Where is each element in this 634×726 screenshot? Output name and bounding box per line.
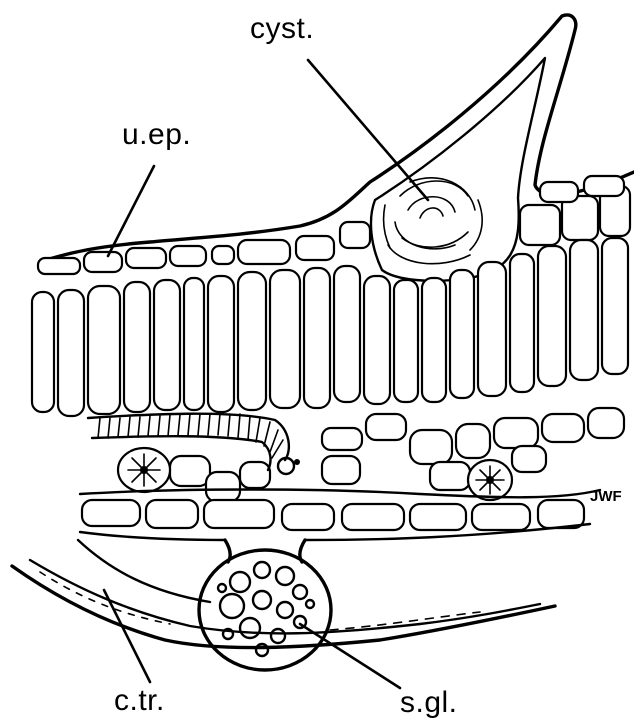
label-cystolith: cyst. bbox=[250, 12, 314, 46]
leader-conducting-tracheid bbox=[104, 590, 150, 682]
leader-secretory-gland bbox=[300, 624, 400, 688]
secretory-gland bbox=[199, 550, 331, 670]
spongy-mesophyll bbox=[170, 408, 624, 502]
lower-surface-upper-line bbox=[80, 490, 600, 498]
mesophyll-lower-curve bbox=[78, 540, 210, 602]
cuticle-outer bbox=[12, 566, 555, 648]
artist-signature: JWF bbox=[590, 488, 622, 505]
druse-crystal-right bbox=[468, 460, 512, 500]
label-conducting-tracheid: c.tr. bbox=[114, 684, 165, 718]
label-upper-epidermis: u.ep. bbox=[122, 118, 191, 152]
lower-epidermis bbox=[82, 500, 584, 530]
druse-crystal-left bbox=[118, 448, 170, 492]
leader-cystolith bbox=[308, 60, 428, 200]
trichome-inner-wall bbox=[371, 58, 545, 281]
label-secretory-gland: s.gl. bbox=[400, 686, 458, 720]
cystolith bbox=[384, 178, 483, 264]
